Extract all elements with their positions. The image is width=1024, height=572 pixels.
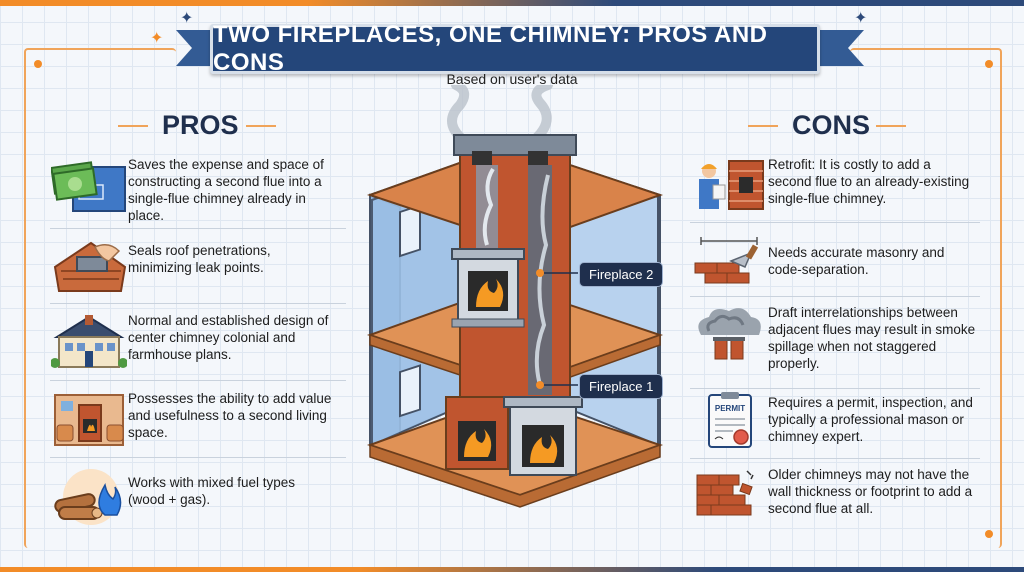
cons-item: PERMIT Requires a permit, inspection, an… (690, 390, 990, 450)
page-subtitle: Based on user's data (446, 71, 578, 87)
divider (50, 457, 346, 458)
flame-icon (530, 435, 558, 463)
ground-floor-edge (369, 443, 661, 508)
pros-item-text: Possesses the ability to add value and u… (128, 391, 332, 440)
divider (690, 388, 980, 389)
divider (50, 228, 346, 229)
cons-item-text: Draft interrelationships between adjacen… (768, 305, 976, 371)
callout-dot (536, 381, 544, 389)
flame-icon (464, 429, 492, 457)
flue-right (528, 151, 548, 165)
pros-item-text: Works with mixed fuel types (wood + gas)… (128, 475, 296, 507)
divider (690, 458, 980, 459)
permit-document-icon: PERMIT (690, 390, 768, 450)
divider (50, 380, 346, 381)
cons-item: Needs accurate masonry and code-separati… (690, 232, 990, 292)
cons-item-text: Needs accurate masonry and code-separati… (768, 245, 945, 277)
left-frame (24, 48, 176, 548)
divider (690, 222, 980, 223)
cons-item-text: Older chimneys may not have the wall thi… (768, 467, 973, 516)
divider (690, 296, 980, 297)
flue-left (472, 151, 492, 165)
colonial-house-icon (50, 312, 128, 372)
pros-heading: PROS (162, 110, 239, 140)
pros-item: Seals roof penetrations, minimizing leak… (50, 236, 350, 296)
fireplace-1-mantel (503, 396, 583, 408)
pros-heading-line (118, 125, 148, 127)
deco-dot (985, 530, 993, 538)
crumbling-wall-icon (690, 466, 768, 526)
smoke-plume (447, 85, 475, 150)
cons-heading-line (876, 125, 906, 127)
window (399, 364, 421, 418)
roof-hand-icon (50, 236, 128, 296)
mason-worker-icon (690, 156, 768, 216)
smoke-plume (523, 85, 553, 150)
cons-heading-line (748, 125, 778, 127)
callout-fireplace-1: Fireplace 1 (579, 374, 664, 399)
callout-dot (536, 269, 544, 277)
banner-ribbon-right (814, 30, 864, 66)
deco-dot (34, 60, 42, 68)
pros-item-text: Normal and established design of center … (128, 313, 329, 362)
fireplace-2-hearth (451, 318, 525, 328)
smoke-in-flue (534, 174, 550, 386)
sparkle-icon: ✦ (854, 10, 868, 27)
money-blueprint-icon (50, 156, 128, 216)
callout-fireplace-2: Fireplace 2 (579, 262, 664, 287)
cons-item: Draft interrelationships between adjacen… (690, 304, 990, 372)
pros-item-text: Seals roof penetrations, minimizing leak… (128, 243, 271, 275)
pros-item: Possesses the ability to add value and u… (50, 390, 350, 450)
pros-item: Saves the expense and space of construct… (50, 156, 350, 224)
page-title: TWO FIREPLACES, ONE CHIMNEY: PROS AND CO… (210, 21, 820, 76)
bottom-accent-bar (0, 567, 1024, 572)
deco-dot (985, 60, 993, 68)
sparkle-icon: ✦ (150, 30, 164, 47)
chimney-cap (453, 134, 577, 156)
cons-heading: CONS (792, 110, 871, 140)
top-accent-bar (0, 0, 1024, 6)
pros-item: Normal and established design of center … (50, 312, 350, 372)
wood-gas-flame-icon (50, 466, 128, 526)
cons-item-text: Retrofit: It is costly to add a second f… (768, 157, 970, 206)
fireplace-2-mantel (451, 248, 525, 260)
smoke-in-flue (482, 167, 495, 246)
pros-heading-line (246, 125, 276, 127)
trowel-bricks-icon (690, 232, 768, 292)
cons-item: Retrofit: It is costly to add a second f… (690, 156, 990, 216)
sparkle-icon: ✦ (180, 10, 194, 27)
right-frame (850, 48, 1002, 548)
divider (50, 303, 346, 304)
chimney-diagram (366, 85, 664, 508)
flame-icon (476, 279, 504, 307)
pros-item-text: Saves the expense and space of construct… (128, 157, 324, 223)
pros-item: Works with mixed fuel types (wood + gas)… (50, 466, 350, 526)
window (399, 204, 421, 258)
cons-item: Older chimneys may not have the wall thi… (690, 466, 990, 526)
living-room-icon (50, 390, 128, 450)
smoke-spillage-icon (690, 304, 768, 364)
cons-item-text: Requires a permit, inspection, and typic… (768, 395, 973, 444)
permit-label: PERMIT (715, 404, 745, 413)
